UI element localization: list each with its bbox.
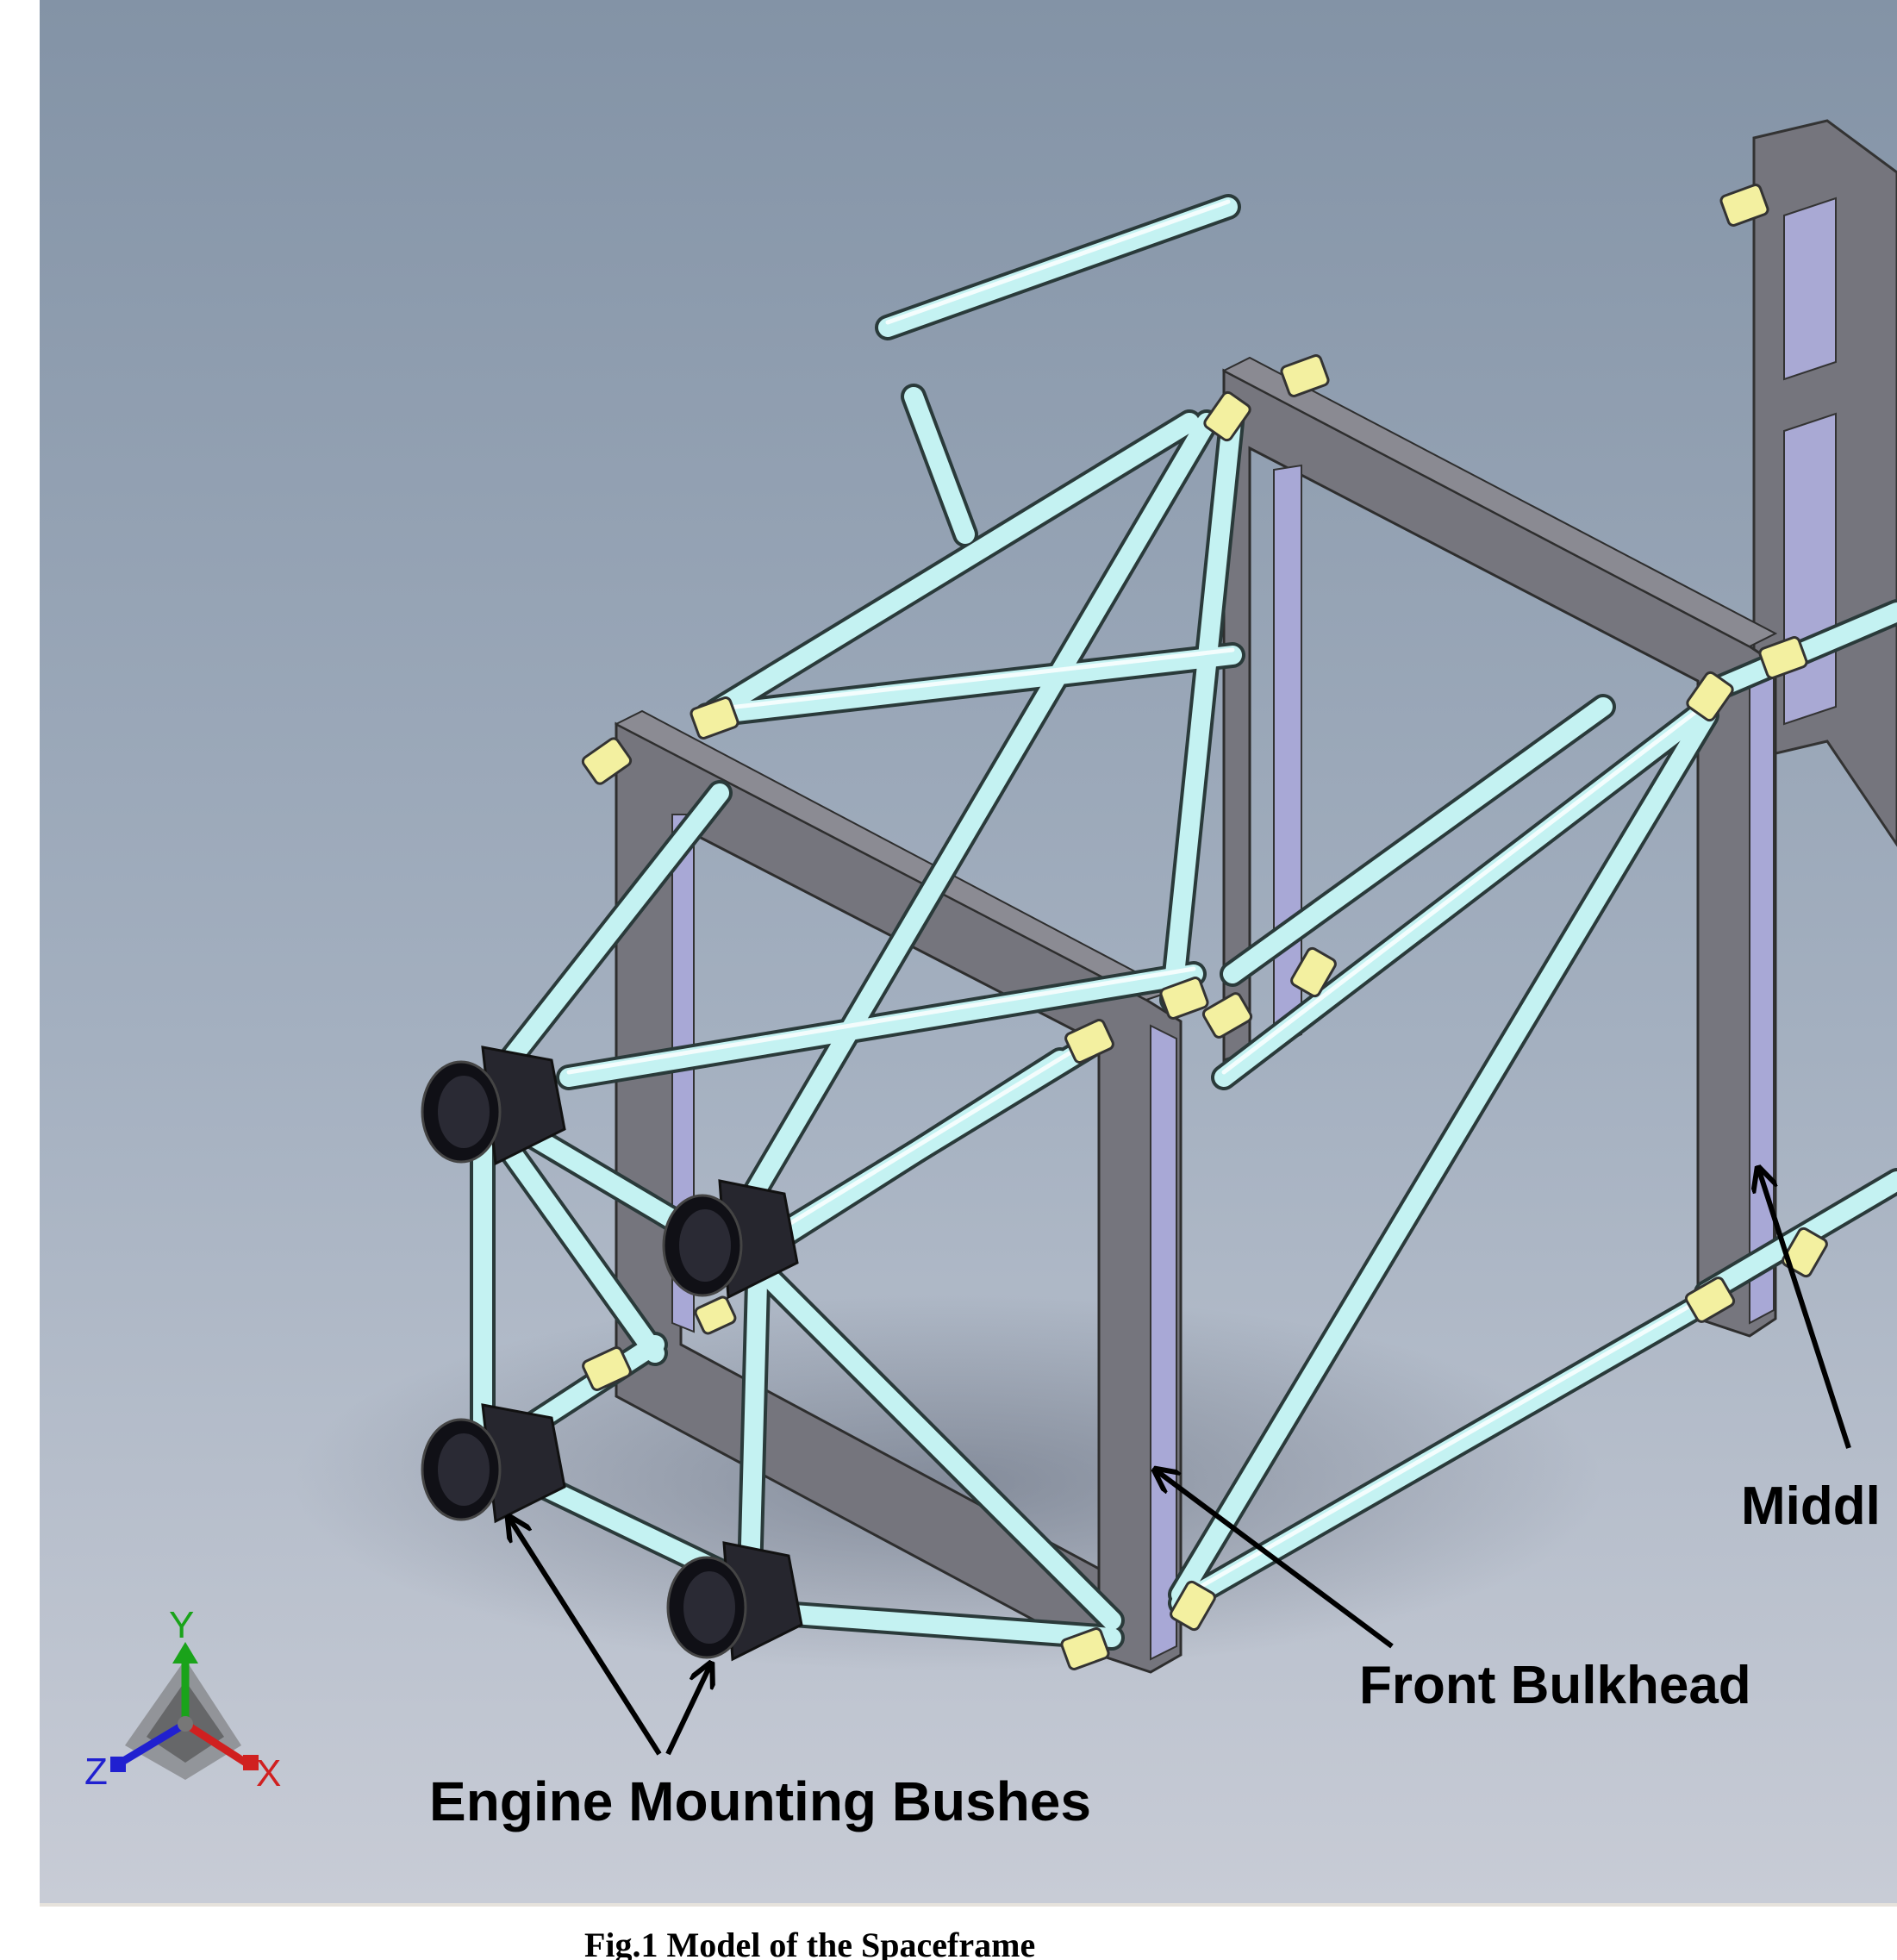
z-axis-arrow — [118, 1720, 188, 1766]
bush-top-left — [421, 1046, 566, 1166]
y-axis-letter: Y — [169, 1604, 194, 1646]
x-axis-letter: X — [256, 1752, 281, 1795]
bush-top-right — [662, 1179, 799, 1300]
label-middle-bulkhead: Middl — [1741, 1476, 1881, 1536]
callout-arrows — [509, 1168, 1851, 1756]
label-front-bulkhead: Front Bulkhead — [1359, 1656, 1751, 1715]
tube-collars — [581, 184, 1828, 1670]
bush-bottom-left — [421, 1403, 566, 1524]
figure-caption: Fig.1 Model of the Spaceframe — [584, 1926, 1035, 1960]
axis-triad: Y Z X — [84, 1604, 281, 1795]
arrow-engine-bush-left — [509, 1517, 662, 1756]
x-axis-arrow — [183, 1720, 248, 1766]
bush-bottom-right — [666, 1541, 803, 1662]
arrow-engine-bush-right — [665, 1664, 711, 1756]
caption-strip — [40, 1905, 1897, 1960]
spaceframe-tubes — [470, 194, 1897, 1651]
z-axis-letter: Z — [84, 1751, 108, 1793]
label-engine-mounting-bushes: Engine Mounting Bushes — [429, 1770, 1091, 1832]
engine-mounting-bushes — [421, 1046, 803, 1662]
arrow-middle-bulkhead — [1758, 1168, 1851, 1449]
arrow-front-bulkhead — [1155, 1470, 1394, 1649]
